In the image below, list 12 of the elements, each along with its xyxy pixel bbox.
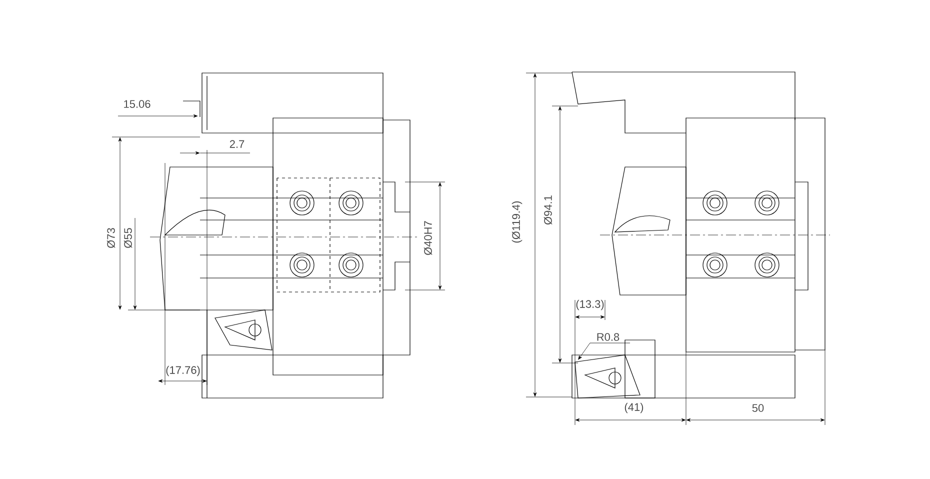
dimension-text: Ø73: [106, 228, 116, 248]
dimension-text: (41): [624, 402, 644, 414]
dimension-text: Ø40H7: [424, 221, 432, 256]
dimension-text: R0.8: [597, 333, 620, 341]
dimension-text: 15.06: [124, 100, 150, 108]
dimension-text: 50: [752, 404, 764, 412]
dimension-text: (17.76): [166, 366, 200, 376]
dimension-text: (13.3): [576, 300, 604, 310]
dimension-text: Ø94.1: [544, 196, 552, 225]
dimension-text: (Ø119.4): [512, 201, 522, 243]
dimension-text: 2.7: [230, 140, 244, 148]
dimension-text: Ø55: [124, 228, 132, 248]
